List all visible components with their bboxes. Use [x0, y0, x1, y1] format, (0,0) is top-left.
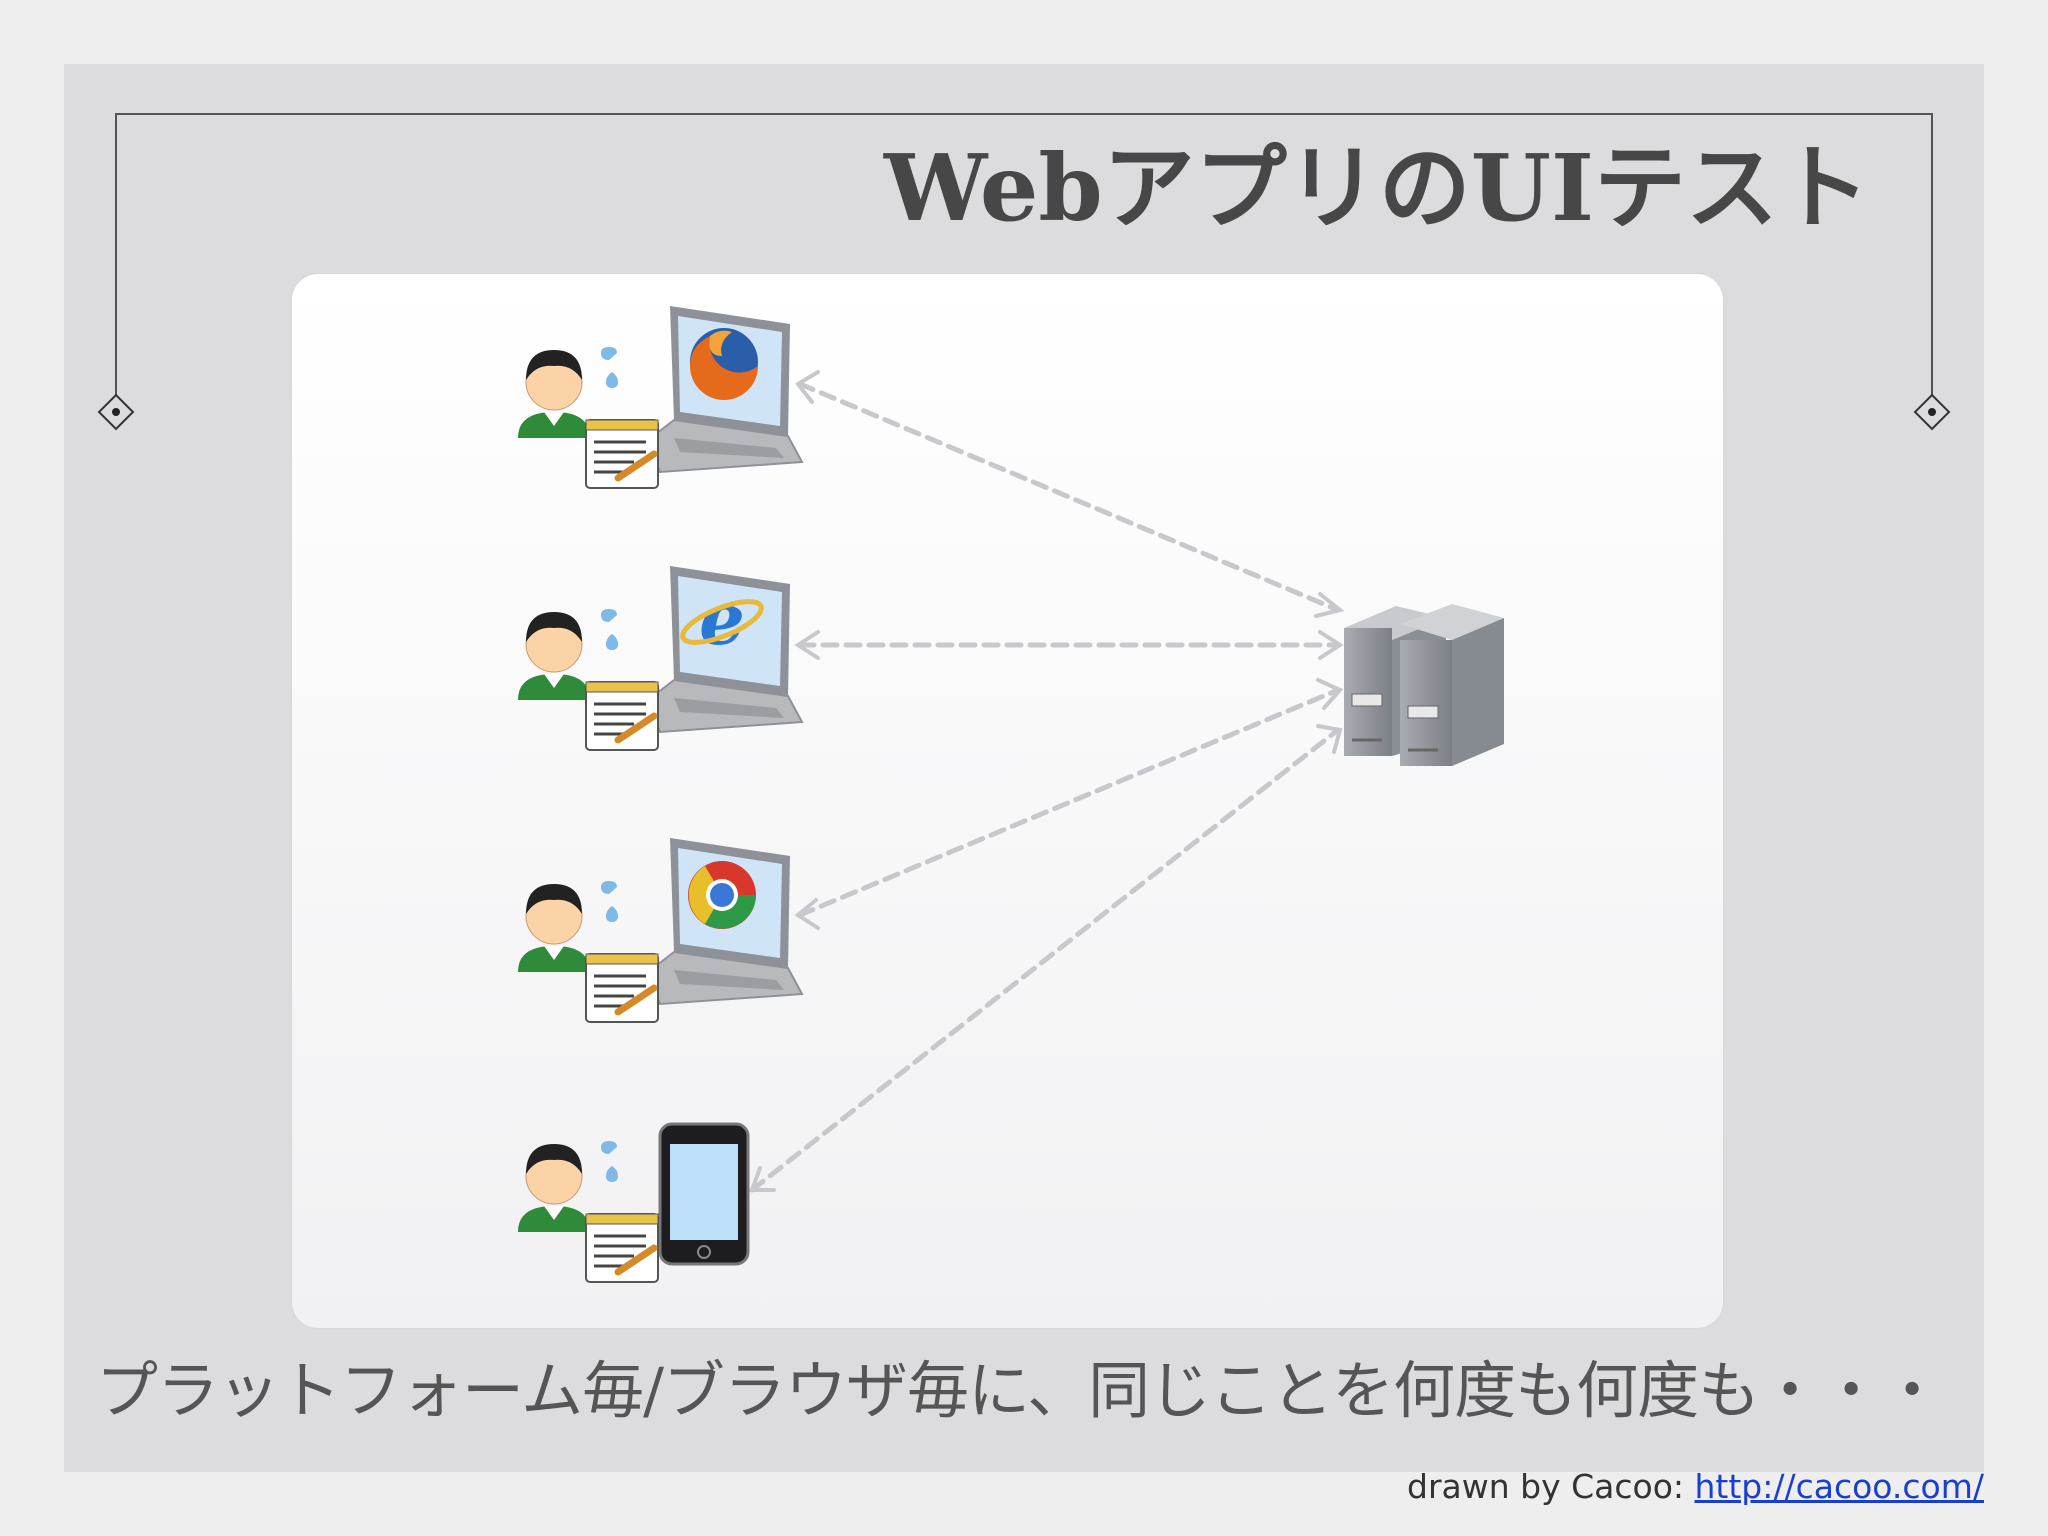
connectors — [749, 381, 1341, 1193]
smartphone-icon — [658, 1122, 750, 1266]
person-with-notepad-icon — [518, 1141, 658, 1282]
diagram-canvas — [292, 274, 1723, 1328]
server-icon — [1344, 604, 1504, 766]
slide-caption: プラットフォーム毎/ブラウザ毎に、同じことを何度も何度も・・・ — [96, 1354, 1943, 1427]
client-chrome — [518, 837, 803, 1022]
person-with-notepad-icon — [518, 881, 658, 1022]
credit-prefix: drawn by Cacoo: — [1407, 1467, 1695, 1506]
chrome-icon — [688, 861, 756, 929]
frame-ornament-left — [97, 393, 135, 431]
connector-chrome — [797, 687, 1341, 918]
client-ie: e — [518, 565, 803, 750]
credit-link[interactable]: http://cacoo.com/ — [1694, 1467, 1985, 1506]
client-smartphone — [518, 1122, 750, 1282]
internet-explorer-icon: e — [680, 576, 764, 661]
person-with-notepad-icon — [518, 609, 658, 750]
connector-smartphone — [749, 727, 1341, 1193]
client-firefox — [518, 305, 803, 488]
person-with-notepad-icon — [518, 347, 658, 488]
arrowheads — [749, 370, 1345, 1192]
frame-ornament-right — [1913, 393, 1951, 431]
firefox-icon — [690, 328, 758, 400]
slide-title: WebアプリのUIテスト — [884, 134, 1870, 242]
frame-line — [115, 113, 1933, 406]
credit-line: drawn by Cacoo: http://cacoo.com/ — [1407, 1462, 1984, 1512]
connector-firefox — [797, 381, 1341, 613]
svg-text:e: e — [699, 576, 745, 661]
